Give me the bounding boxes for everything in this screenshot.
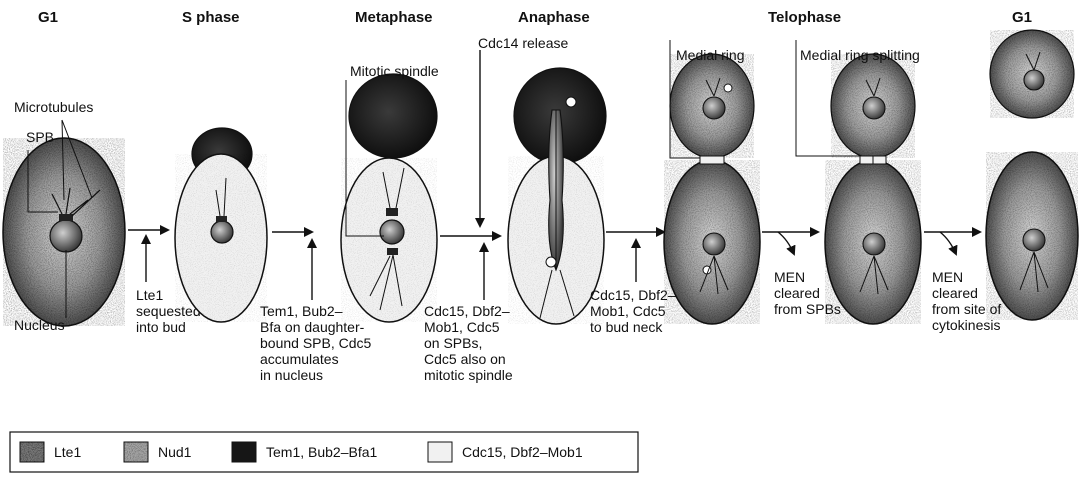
legend-item-cdc15: Cdc15, Dbf2–Mob1 xyxy=(428,442,583,462)
phase-title-g1-end: G1 xyxy=(1012,9,1032,26)
legend-label-nud1: Nud1 xyxy=(158,444,192,460)
label-spb: SPB xyxy=(26,129,54,145)
note-tem1-line: bound SPB, Cdc5 xyxy=(260,335,372,351)
note-men-spb-line: cleared xyxy=(774,285,820,301)
note-cdc15-neck-line: to bud neck xyxy=(590,319,663,335)
label-cdc14-release: Cdc14 release xyxy=(478,35,568,51)
phase-title-metaphase: Metaphase xyxy=(355,9,433,26)
note-cdc15-spb-line: mitotic spindle xyxy=(424,367,513,383)
cell-g1-start xyxy=(3,138,125,326)
label-medial-ring: Medial ring xyxy=(676,47,744,63)
legend-item-tem1: Tem1, Bub2–Bfa1 xyxy=(232,442,378,462)
label-microtubules: Microtubules xyxy=(14,99,93,115)
label-medial-ring-splitting: Medial ring splitting xyxy=(800,47,920,63)
note-cdc15-spb-line: Cdc15, Dbf2– xyxy=(424,303,510,319)
note-cdc15-spb: Cdc15, Dbf2– Mob1, Cdc5 on SPBs, Cdc5 al… xyxy=(424,303,513,383)
note-lte1-line: into bud xyxy=(136,319,186,335)
cell-anaphase xyxy=(508,68,606,324)
note-cdc15-spb-line: Mob1, Cdc5 xyxy=(424,319,500,335)
note-cdc15-neck-line: Mob1, Cdc5 xyxy=(590,303,666,319)
note-cdc15-spb-line: on SPBs, xyxy=(424,335,482,351)
cell-telophase-2 xyxy=(825,54,921,324)
phase-title-s-phase: S phase xyxy=(182,9,240,26)
note-lte1-line: sequested xyxy=(136,303,201,319)
note-men-spb-line: from SPBs xyxy=(774,301,841,317)
legend-label-lte1: Lte1 xyxy=(54,444,81,460)
note-men-cyto-line: cleared xyxy=(932,285,978,301)
note-tem1-line: Bfa on daughter- xyxy=(260,319,365,335)
phase-title-telophase: Telophase xyxy=(768,9,841,26)
note-men-spb-line: MEN xyxy=(774,269,805,285)
cell-metaphase xyxy=(341,74,437,322)
cell-g1-end xyxy=(986,30,1078,320)
legend-item-nud1: Nud1 xyxy=(124,442,192,462)
note-lte1-line: Lte1 xyxy=(136,287,163,303)
note-cdc15-spb-line: Cdc5 also on xyxy=(424,351,506,367)
label-mitotic-spindle: Mitotic spindle xyxy=(350,63,439,79)
note-men-cyto-line: from site of xyxy=(932,301,1001,317)
label-nucleus: Nucleus xyxy=(14,317,65,333)
note-men-cyto-line: MEN xyxy=(932,269,963,285)
note-tem1-line: accumulates xyxy=(260,351,339,367)
note-cdc15-neck-line: Cdc15, Dbf2– xyxy=(590,287,676,303)
note-tem1: Tem1, Bub2– Bfa on daughter- bound SPB, … xyxy=(260,303,372,383)
phase-title-anaphase: Anaphase xyxy=(518,9,590,26)
note-tem1-line: in nucleus xyxy=(260,367,323,383)
legend-label-tem1: Tem1, Bub2–Bfa1 xyxy=(266,444,378,460)
legend-label-cdc15: Cdc15, Dbf2–Mob1 xyxy=(462,444,583,460)
arrow-men-spb xyxy=(778,232,794,254)
note-cdc15-neck: Cdc15, Dbf2– Mob1, Cdc5 to bud neck xyxy=(590,287,676,335)
legend: Lte1 Nud1 Tem1, Bub2–Bfa1 Cdc15, Dbf2–Mo… xyxy=(10,432,638,472)
cell-telophase-1 xyxy=(664,54,760,324)
note-men-cyto-line: cytokinesis xyxy=(932,317,1000,333)
phase-title-g1-start: G1 xyxy=(38,9,58,26)
note-men-cyto: MEN cleared from site of cytokinesis xyxy=(932,269,1001,333)
cell-s-phase xyxy=(175,128,267,322)
note-tem1-line: Tem1, Bub2– xyxy=(260,303,343,319)
arrow-men-cyto xyxy=(940,232,956,254)
